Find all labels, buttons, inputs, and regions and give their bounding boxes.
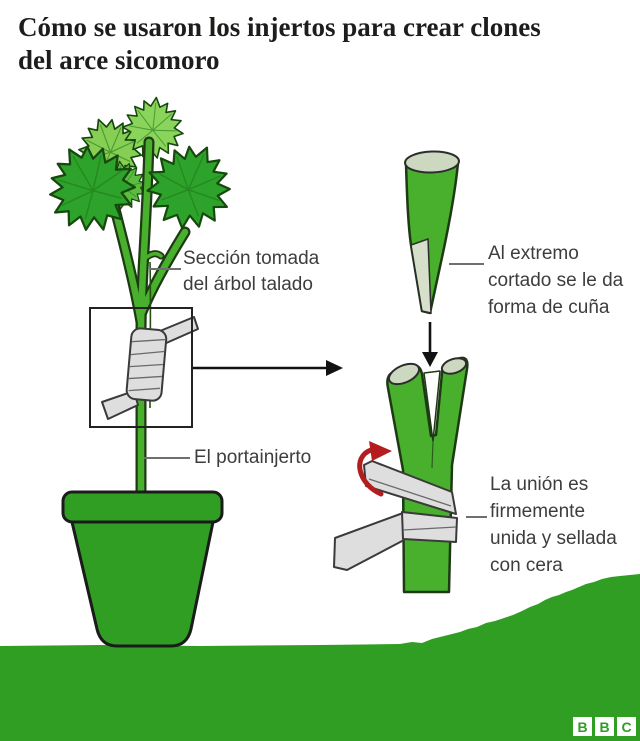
rootstock-label: El portainjerto: [194, 445, 311, 471]
scion-section-label: Sección tomada del árbol talado: [183, 246, 319, 298]
bbc-logo-letter: B: [573, 717, 592, 736]
bbc-logo: B B C: [573, 717, 636, 736]
arrow-down-icon: [422, 322, 438, 367]
label-line: El portainjerto: [194, 447, 312, 468]
bbc-logo-letter: C: [617, 717, 636, 736]
label-line: firmemente: [490, 501, 586, 522]
bbc-logo-letter: B: [595, 717, 614, 736]
label-line: forma de cuña: [488, 297, 610, 318]
graft-union: [333, 356, 469, 594]
label-connector-lines: [144, 263, 487, 518]
infographic-title: Cómo se usaron los injertos para crear c…: [18, 12, 541, 75]
wrap-direction-arrow-icon: [357, 441, 392, 497]
ground: [0, 574, 640, 741]
label-line: cortado se le da: [488, 270, 624, 291]
label-line: Al extremo: [488, 243, 579, 264]
union-seal-label: La unión es firmemente unida y sellada c…: [490, 471, 617, 579]
label-line: unida y sellada: [490, 528, 617, 549]
potted-plant: [30, 93, 247, 648]
graft-wrap: [101, 316, 199, 420]
wedge-cut-label: Al extremo cortado se le da forma de cuñ…: [488, 240, 623, 321]
label-line: La unión es: [490, 474, 589, 495]
label-line: Sección tomada: [183, 248, 320, 269]
scion-piece: [404, 150, 460, 315]
highlight-box: [89, 307, 193, 428]
label-line: con cera: [490, 555, 563, 576]
arrow-right-icon: [193, 360, 343, 376]
flower-pot: [61, 490, 224, 648]
label-line: del árbol talado: [183, 274, 313, 295]
